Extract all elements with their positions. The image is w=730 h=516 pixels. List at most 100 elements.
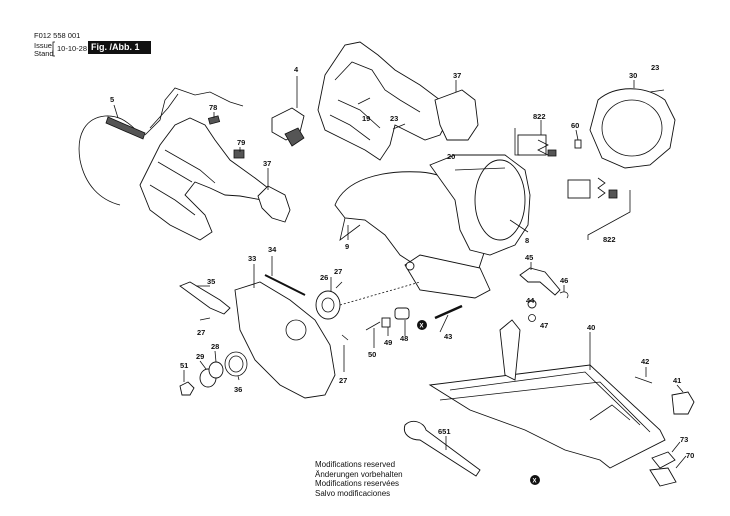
bolt-51 (179, 381, 195, 396)
cord-wire-2 (149, 93, 179, 129)
screw-50 (365, 321, 381, 331)
issue-date: 10-10-28 (57, 44, 88, 53)
callout-47: 47 (540, 321, 548, 330)
callout-73: 73 (680, 435, 688, 444)
modifications-notice: Modifications reserved Änderungen vorbeh… (315, 460, 403, 498)
handle-rib-1 (164, 149, 216, 184)
callout-70: 70 (686, 451, 694, 460)
callout-9: 9 (345, 242, 349, 251)
brush-822b (608, 189, 618, 199)
notice-spanish: Salvo modificaciones (315, 488, 391, 498)
callout-48: 48 (400, 334, 408, 343)
part-78 (207, 115, 221, 125)
trigger-37b (434, 89, 479, 141)
lower-guard-33 (234, 281, 336, 399)
end-cap-rim (601, 99, 663, 157)
wrench-651 (403, 420, 481, 477)
callout-4: 4 (294, 65, 299, 74)
bracket-822b (587, 190, 631, 240)
handle-half-shell (317, 41, 449, 161)
brush-spring-b (597, 177, 606, 199)
guard-hub (285, 319, 307, 341)
callout-79: 79 (237, 138, 245, 147)
callout-27-bottom: 27 (339, 376, 347, 385)
callout-35: 35 (207, 277, 215, 286)
handle-housing (139, 117, 269, 241)
screw-23a (392, 123, 406, 130)
callout-43: 43 (444, 332, 452, 341)
handle-rib-3 (149, 184, 196, 216)
callout-8: 8 (525, 236, 529, 245)
callout-78: 78 (209, 103, 217, 112)
lever-35 (179, 281, 231, 315)
callout-27-left: 27 (197, 328, 205, 337)
notice-english: Modifications reserved (315, 460, 396, 469)
brush-spring-a (537, 139, 549, 156)
part-79 (233, 149, 245, 159)
trigger-37 (257, 185, 291, 223)
guard-opening (339, 217, 361, 241)
callout-34: 34 (268, 245, 277, 254)
callout-822-top: 822 (533, 112, 546, 121)
screw-27a (199, 317, 211, 321)
screw-23b (649, 89, 665, 93)
x-marker-2 (530, 475, 540, 485)
callout-51: 51 (180, 361, 188, 370)
flange-26-inner (321, 297, 335, 313)
document-number: F012 558 001 (34, 31, 81, 40)
callout-49: 49 (384, 338, 392, 347)
screw-42 (634, 376, 653, 384)
callout-30: 30 (629, 71, 637, 80)
callout-29: 29 (196, 352, 204, 361)
base-bracket (589, 404, 631, 421)
flange-26 (315, 290, 341, 320)
x-marker-2-label: X (533, 479, 537, 485)
ring-36-inner (228, 355, 244, 373)
shell-rib-1 (334, 61, 421, 113)
nut-44 (527, 299, 537, 309)
base-groove (439, 381, 651, 433)
issue-label: Issue (34, 41, 52, 50)
callout-20: 20 (447, 152, 455, 161)
knob-41 (671, 391, 695, 415)
callout-33: 33 (248, 254, 256, 263)
washer-28 (208, 361, 224, 379)
callout-36: 36 (234, 385, 242, 394)
gear-housing (404, 254, 491, 299)
part-70 (649, 467, 677, 487)
callout-19: 19 (362, 114, 370, 123)
cord-protector (105, 116, 146, 140)
part-60 (574, 139, 582, 149)
notice-german: Änderungen vorbehalten (315, 469, 403, 479)
callout-651: 651 (438, 427, 451, 436)
screw-27c (341, 334, 349, 341)
depth-bracket (499, 319, 521, 381)
screw-19 (357, 97, 371, 105)
motor-end-8 (474, 159, 526, 241)
callout-60: 60 (571, 121, 579, 130)
ring-36 (224, 351, 248, 377)
spring-34 (264, 274, 306, 296)
brush-822a (547, 149, 557, 157)
power-cord (78, 115, 135, 206)
callout-822-bottom: 822 (603, 235, 616, 244)
callout-50: 50 (368, 350, 376, 359)
switch-part-4-b (284, 127, 305, 147)
callout-41: 41 (673, 376, 681, 385)
callout-44: 44 (526, 296, 535, 305)
callout-42: 42 (641, 357, 649, 366)
assembly-line (339, 281, 421, 306)
x-marker-1 (417, 320, 427, 330)
shell-rib-2 (337, 99, 381, 129)
base-rim (449, 371, 641, 426)
clip-46 (559, 291, 569, 299)
brush-holder-822b (567, 179, 591, 199)
callout-23-right: 23 (651, 63, 659, 72)
leader-lines (113, 76, 687, 469)
screw-27b (335, 281, 343, 289)
notice-french: Modifications reservées (315, 479, 400, 488)
callout-45: 45 (525, 253, 533, 262)
brush-holder-822a (517, 134, 547, 156)
